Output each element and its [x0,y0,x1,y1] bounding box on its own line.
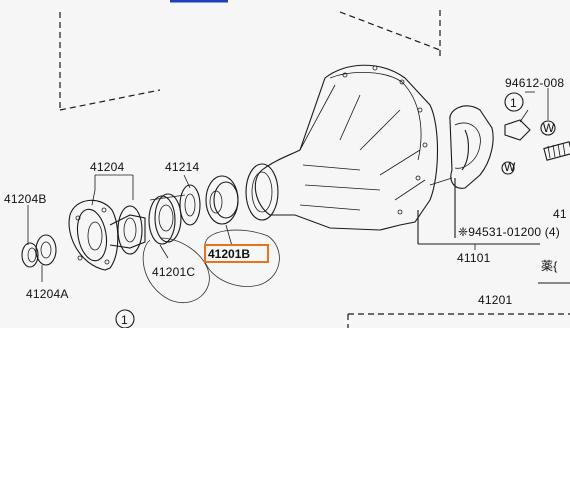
tapered-roller-bearing [205,175,239,225]
differential-carrier-housing [245,64,439,231]
label-41204B: 41204B [4,192,47,206]
label-41101: 41101 [457,251,491,265]
stud-bolt [543,141,570,161]
label-41201: 41201 [478,293,512,307]
washer-w-icon [540,120,556,136]
hand-drawn-circle-41201C [142,237,210,303]
oil-seal [148,193,186,245]
svg-text:W: W [504,160,516,174]
blank-area [0,328,570,490]
bearing-cap-assembly [417,105,540,245]
hand-drawn-circle-41201B [204,229,280,287]
circled-number-icon-right: 1 [504,92,524,112]
label-41201C: 41201C [152,265,195,279]
leader-lines [91,174,476,259]
label-94612-008: 94612-008 [505,76,564,90]
label-41204: 41204 [90,160,124,174]
label-94531-01200: ❈94531-01200 (4) [458,225,560,239]
note-right: 薬{ [541,259,557,273]
parts-diagram-svg: W W 1 [4,0,570,328]
circled-number-icon-left: 1 [115,309,135,328]
dashed-guides [59,10,570,328]
spacer-41214 [179,184,201,226]
highlight-box-41201B [204,244,269,263]
label-41201B[interactable]: 41201B [208,247,250,261]
companion-flange [68,199,146,271]
label-41214: 41214 [165,160,199,174]
parts-diagram: W W 1 [4,0,570,328]
svg-text:W: W [543,121,555,135]
circled-one-right-label: 1 [510,96,517,110]
label-41-right: 41 [553,207,567,221]
clip-and-washer: W W [501,88,556,175]
label-41204A: 41204A [26,287,69,301]
circled-one-left-label: 1 [121,313,128,327]
nut-and-washer [21,205,57,282]
